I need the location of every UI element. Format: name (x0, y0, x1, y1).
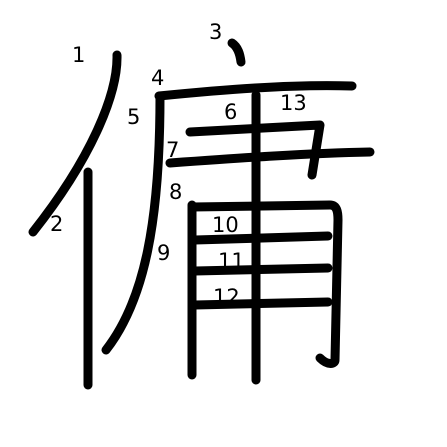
stroke-number-9: 9 (157, 241, 170, 265)
stroke-5 (101, 91, 165, 355)
stroke-number-1: 1 (72, 43, 85, 67)
stroke-number-2: 2 (50, 212, 63, 236)
stroke-number-11: 11 (218, 249, 245, 273)
stroke-number-10: 10 (212, 213, 239, 237)
stroke-9 (187, 200, 343, 368)
stroke-3 (227, 38, 246, 67)
stroke-number-4: 4 (151, 66, 164, 90)
stroke-7 (165, 147, 375, 168)
stroke-number-6: 6 (224, 100, 237, 124)
stroke-number-5: 5 (127, 105, 140, 129)
stroke-11 (190, 263, 333, 276)
stroke-number-3: 3 (209, 20, 222, 44)
stroke-10 (190, 231, 333, 245)
stroke-12 (190, 297, 333, 310)
stroke-1 (28, 50, 122, 237)
stroke-4 (154, 81, 357, 101)
stroke-number-12: 12 (213, 285, 240, 309)
stroke-number-8: 8 (169, 180, 182, 204)
stroke-number-7: 7 (166, 138, 179, 162)
stroke-number-13: 13 (280, 91, 307, 115)
